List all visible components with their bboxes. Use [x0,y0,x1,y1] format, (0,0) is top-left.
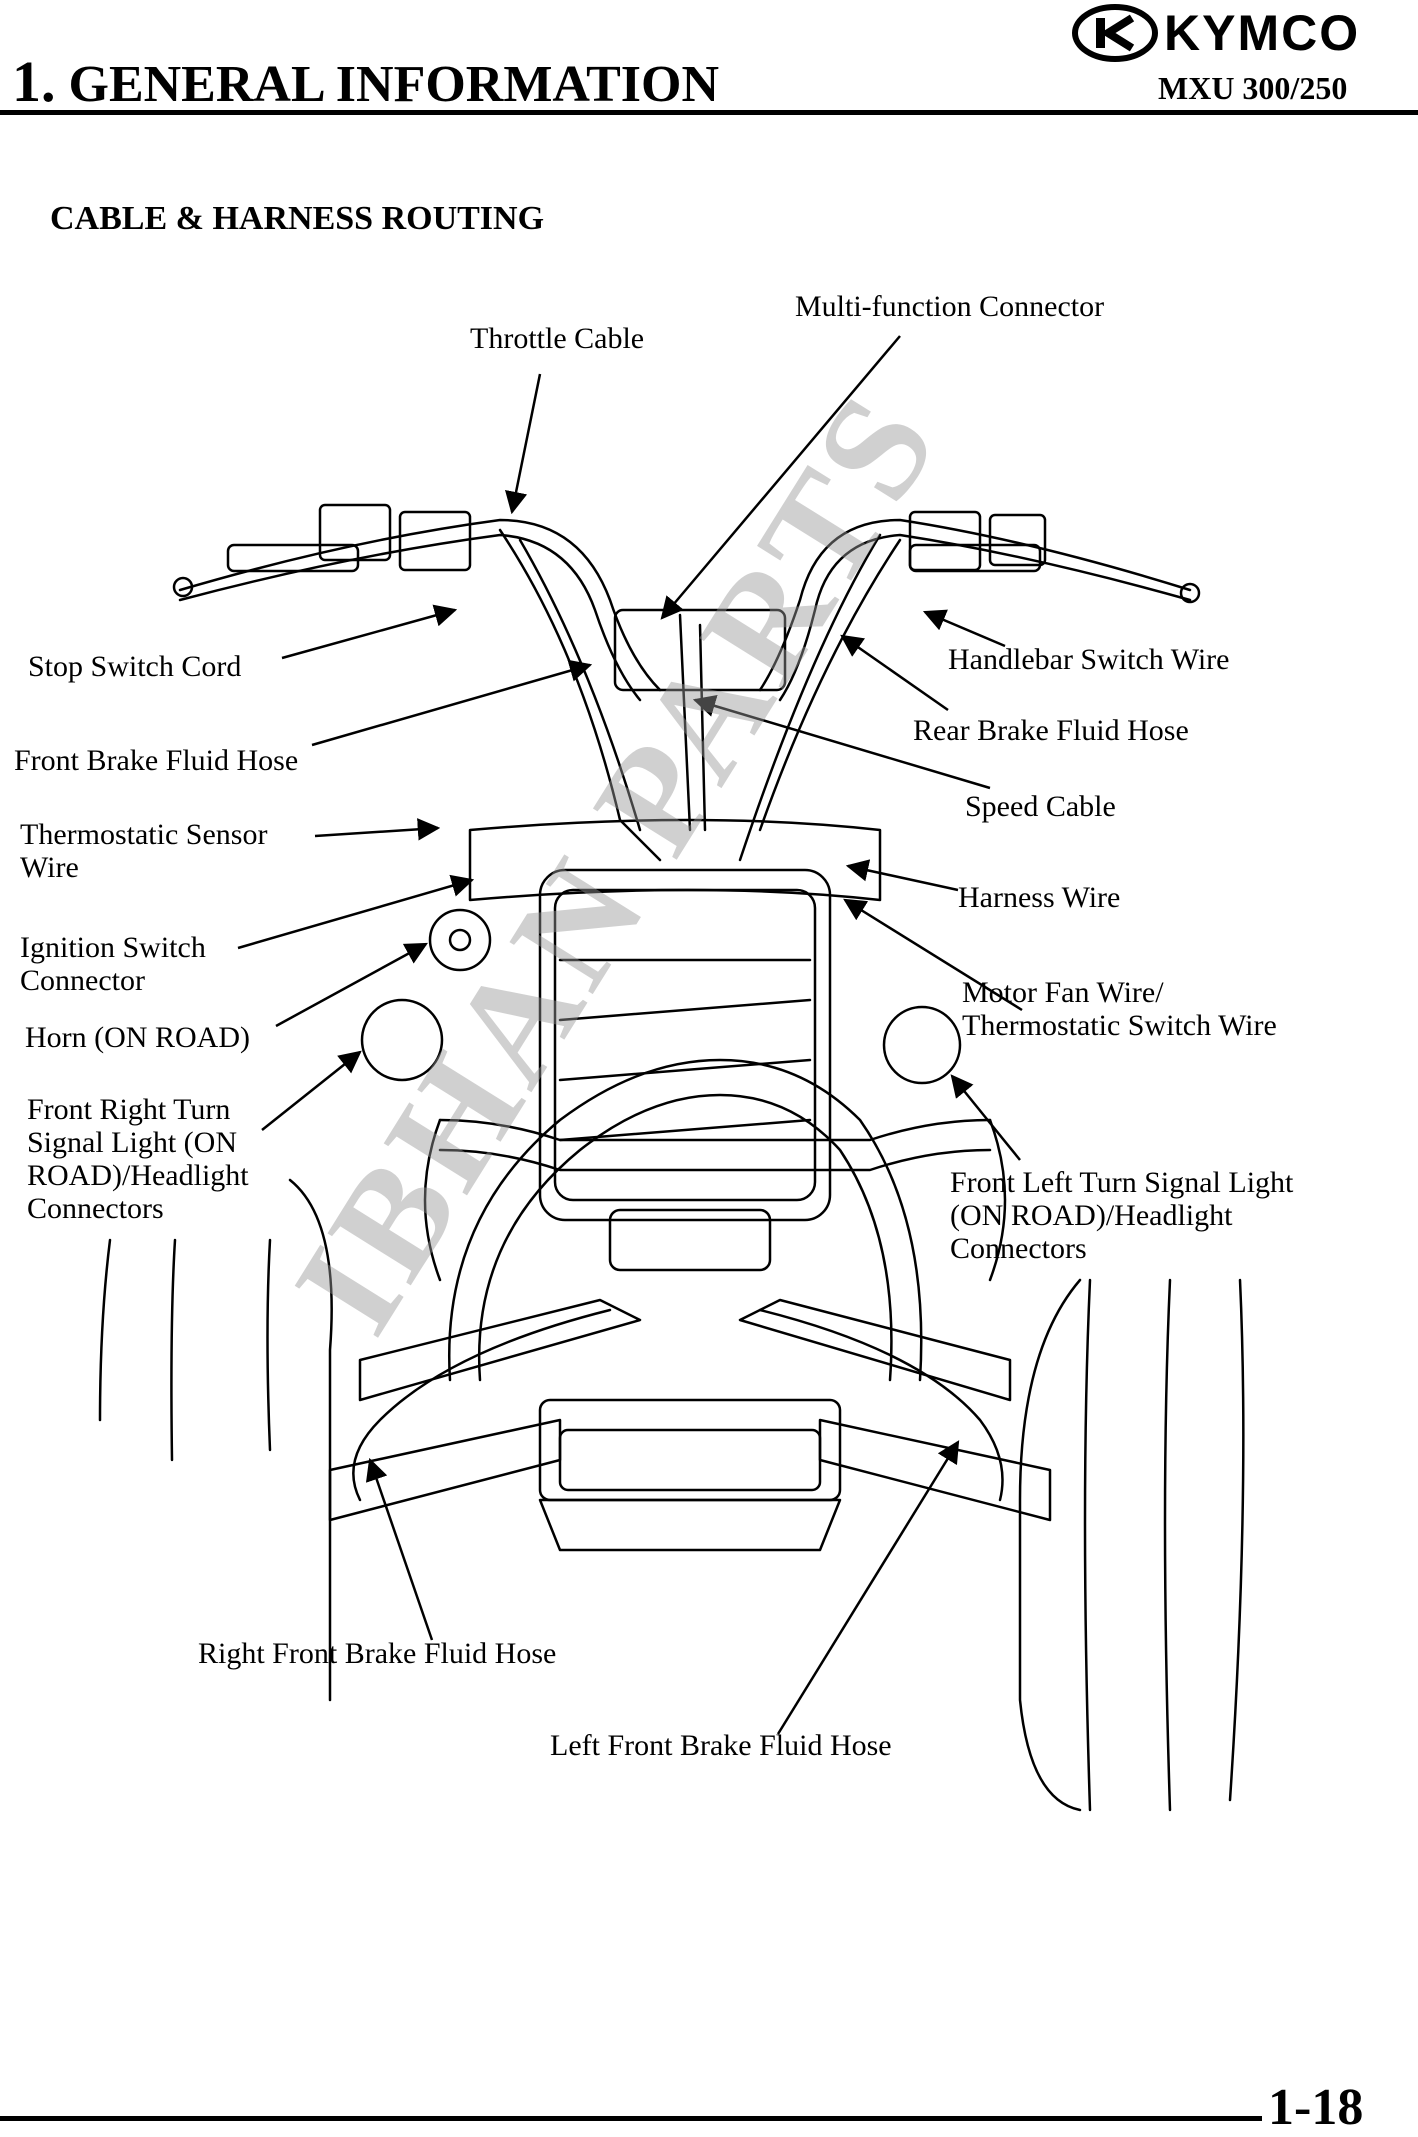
leader-front-right-turn-signal [261,1050,362,1131]
label-multi-function-connector: Multi-function Connector [795,290,1105,323]
page-number: 1-18 [1268,2079,1364,2136]
label-ignition-switch-connector: Ignition Switch Connector [20,931,206,997]
header-rule [0,110,1418,115]
brand-logo: KYMCO [1072,4,1410,62]
leader-horn [275,942,428,1028]
label-right-front-brake-fluid-hose: Right Front Brake Fluid Hose [198,1637,557,1670]
leader-motor-fan-wire [843,898,1023,1012]
label-handlebar-switch-wire: Handlebar Switch Wire [948,643,1230,676]
leader-front-brake-fluid-hose [311,659,593,747]
leader-handlebar-switch-wire [922,609,1006,648]
model-name: MXU 300/250 [1158,70,1348,106]
leader-throttle-cable [505,373,542,515]
label-motor-fan-wire: Motor Fan Wire/ Thermostatic Switch Wire [962,976,1277,1042]
label-stop-switch-cord: Stop Switch Cord [28,650,242,683]
leader-stop-switch-cord [281,604,458,660]
label-throttle-cable: Throttle Cable [470,322,645,355]
label-thermostatic-sensor-wire: Thermostatic Sensor Wire [20,818,268,884]
label-front-brake-fluid-hose: Front Brake Fluid Hose [14,744,299,777]
label-harness-wire: Harness Wire [958,881,1121,914]
leader-speed-cable [692,695,991,790]
label-front-left-turn-signal: Front Left Turn Signal Light (ON ROAD)/H… [950,1166,1294,1265]
label-front-right-turn-signal: Front Right Turn Signal Light (ON ROAD)/… [27,1093,249,1225]
leader-left-front-brake-fluid-hose [776,1440,960,1735]
brand-logo-icon [1072,4,1158,62]
leader-ignition-switch-connector [237,874,475,950]
label-horn: Horn (ON ROAD) [25,1021,250,1054]
leader-multi-function-connector [660,335,901,620]
leader-harness-wire [845,859,959,892]
leader-rear-brake-fluid-hose [840,634,949,712]
chapter-number: 1. [12,49,56,114]
label-rear-brake-fluid-hose: Rear Brake Fluid Hose [913,714,1189,747]
leader-front-left-turn-signal [950,1074,1021,1161]
footer-rule [0,2116,1262,2121]
leader-thermostatic-sensor-wire [314,818,441,841]
label-left-front-brake-fluid-hose: Left Front Brake Fluid Hose [550,1729,892,1762]
section-title: CABLE & HARNESS ROUTING [50,200,545,237]
leader-right-front-brake-fluid-hose [365,1457,434,1641]
chapter-title: GENERAL INFORMATION [68,56,720,113]
brand-name: KYMCO [1164,5,1361,61]
chapter-heading: 1. GENERAL INFORMATION [12,48,719,115]
label-speed-cable: Speed Cable [965,790,1116,823]
